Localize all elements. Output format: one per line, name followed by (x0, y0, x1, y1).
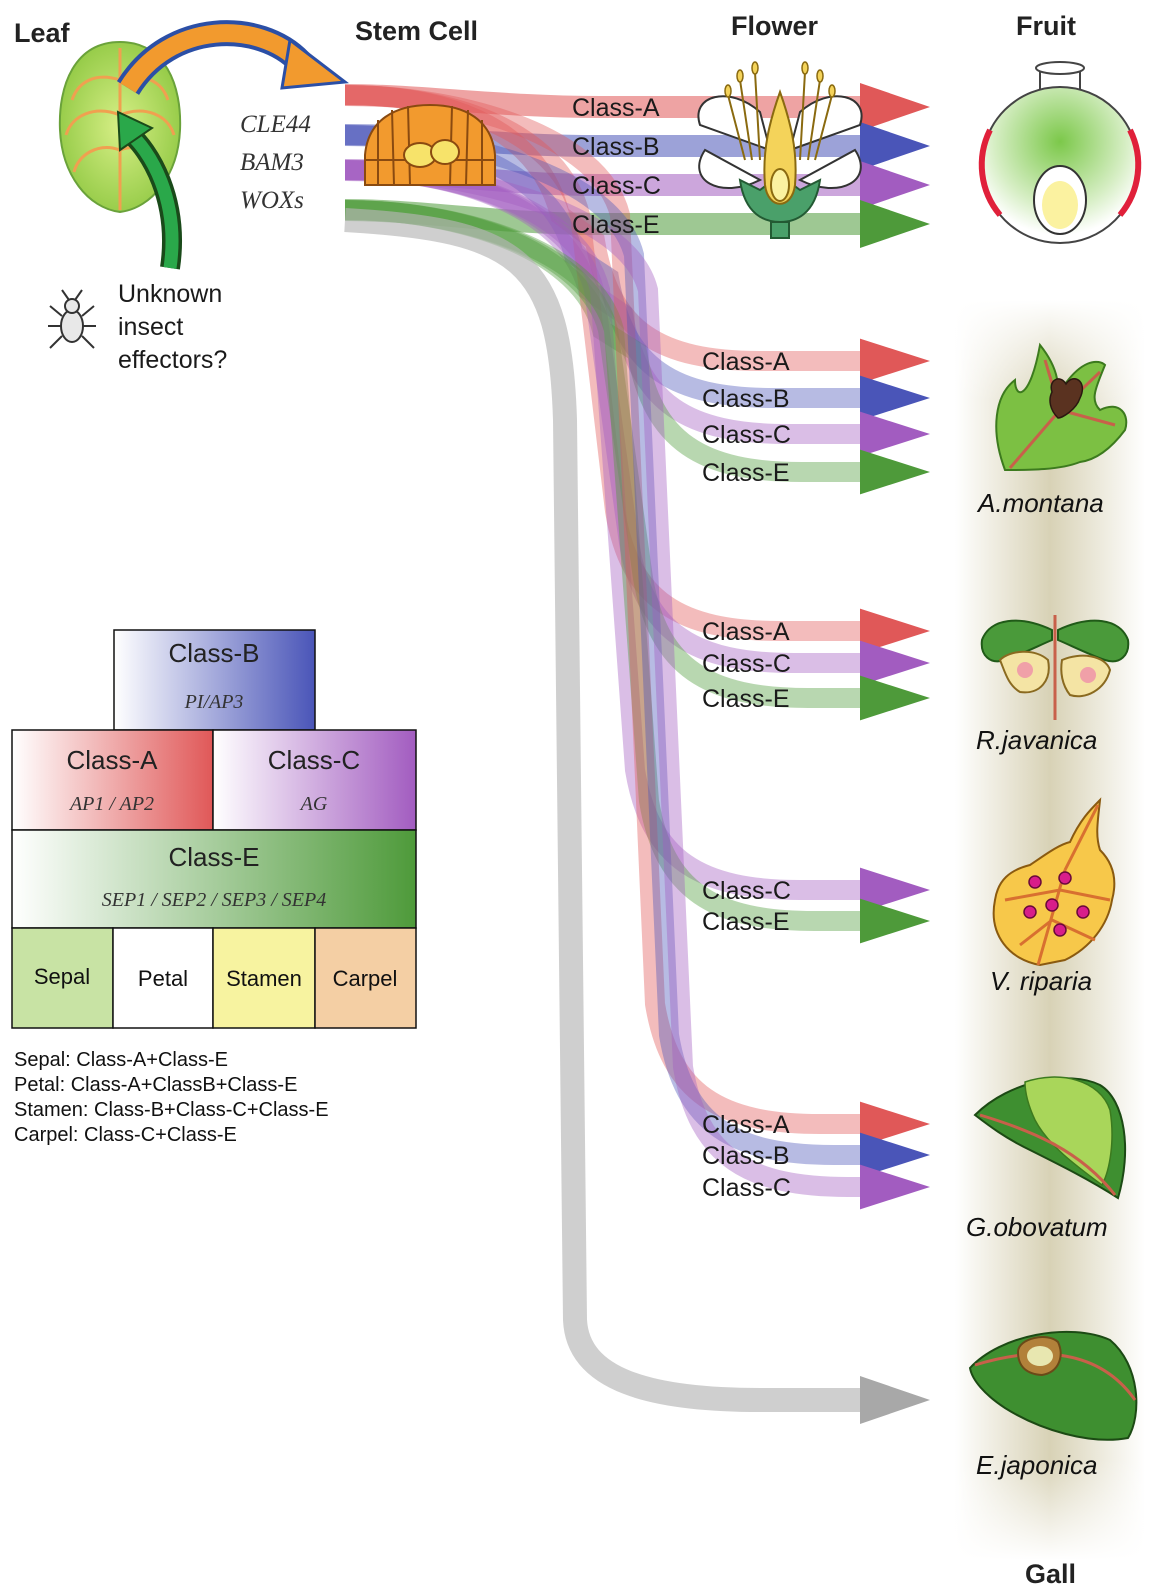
arrow-labels: Class-A Class-B Class-C Class-E Class-A Class… (572, 94, 791, 1202)
gall-icon-v-riparia (992, 797, 1116, 967)
arrowhead-3-b (860, 1132, 930, 1178)
box-class-a (11, 729, 214, 831)
header-gall: Gall (1025, 1559, 1076, 1589)
header-flower: Flower (731, 11, 819, 41)
label-gall-2-e: Class-E (702, 908, 790, 936)
arrowhead-1-c (860, 640, 930, 686)
organ-sepal: Sepal (34, 964, 90, 989)
label-gall-3-a: Class-A (702, 1111, 790, 1139)
box-stamen (212, 927, 316, 1029)
species-a-montana: A.montana (976, 488, 1104, 518)
box-class-b (113, 629, 316, 731)
arrowhead-0-e (860, 449, 930, 495)
legend-petal: Petal: Class-A+ClassB+Class-E (14, 1074, 297, 1096)
stem-cell-icon (364, 103, 496, 186)
arrowhead-3-a (860, 1101, 930, 1147)
ribbon-flower-a (344, 84, 860, 118)
gall-icon-a-montana (995, 342, 1128, 472)
arrowhead-3-c (860, 1164, 930, 1210)
legend-stamen: Stamen: Class-B+Class-C+Class-E (14, 1099, 329, 1121)
species-e-japonica: E.japonica (976, 1450, 1097, 1480)
label-flower-a: Class-A (572, 94, 660, 122)
arrowhead-0-c (860, 411, 930, 457)
label-gall-0-c: Class-C (702, 421, 791, 449)
green-arrow-icon (116, 110, 182, 270)
species-g-obovatum: G.obovatum (966, 1212, 1108, 1242)
gall-icon-e-japonica (968, 1330, 1138, 1441)
label-gall-0-e: Class-E (702, 459, 790, 487)
label-gall-0-a: Class-A (702, 348, 790, 376)
label-gall-1-c: Class-C (702, 650, 791, 678)
arrowhead-2-c (860, 867, 930, 913)
insect-note-line1: Unknown (118, 280, 222, 308)
label-flower-b: Class-B (572, 133, 660, 161)
insect-icon (48, 289, 96, 349)
box-class-b-genes: PI/AP3 (184, 691, 244, 713)
insect-note-line3: effectors? (118, 346, 227, 374)
ribbon-2-e (344, 200, 860, 931)
organ-carpel: Carpel (333, 966, 398, 991)
box-class-b-title: Class-B (168, 638, 259, 668)
box-class-e-title: Class-E (168, 842, 259, 872)
arrowhead-flower-e (860, 200, 930, 248)
box-class-a-title: Class-A (66, 745, 158, 775)
ribbon-3-a (344, 85, 860, 1134)
header-stem-cell: Stem Cell (355, 16, 478, 46)
organ-petal: Petal (138, 966, 188, 991)
arrowhead-1-a (860, 608, 930, 654)
insect-note-line2: insect (118, 313, 183, 341)
box-petal (112, 927, 214, 1029)
ribbon-e-japonica (344, 208, 860, 1412)
species-v-riparia: V. riparia (990, 966, 1092, 996)
arrowhead-flower-a (860, 83, 930, 131)
label-gall-0-b: Class-B (702, 385, 790, 413)
arrowhead-flower-b (860, 122, 930, 170)
gall-icon-g-obovatum (973, 1076, 1127, 1200)
header-fruit: Fruit (1016, 11, 1076, 41)
header-leaf: Leaf (14, 18, 71, 48)
gall-icon-r-javanica (980, 615, 1130, 720)
box-sepal (11, 927, 114, 1029)
flow-ribbons (344, 83, 930, 1424)
gene-cle44: CLE44 (240, 111, 311, 138)
label-gall-1-a: Class-A (702, 618, 790, 646)
label-gall-3-b: Class-B (702, 1142, 790, 1170)
organ-stamen: Stamen (226, 966, 302, 991)
legend-sepal: Sepal: Class-A+Class-E (14, 1049, 228, 1071)
species-r-javanica: R.javanica (976, 725, 1097, 755)
fruit-icon (978, 61, 1142, 244)
arrowhead-0-b (860, 375, 930, 421)
arrowhead-2-e (860, 898, 930, 944)
arrowhead-1-e (860, 675, 930, 721)
box-class-c-title: Class-C (268, 745, 360, 775)
label-gall-1-e: Class-E (702, 685, 790, 713)
gene-bam3: BAM3 (240, 149, 304, 176)
legend-carpel: Carpel: Class-C+Class-E (14, 1124, 237, 1146)
orange-arrow-icon (116, 20, 349, 96)
label-gall-2-c: Class-C (702, 877, 791, 905)
box-carpel (314, 927, 417, 1029)
label-gall-3-c: Class-C (702, 1174, 791, 1202)
box-class-e-genes: SEP1 / SEP2 / SEP3 / SEP4 (102, 889, 326, 911)
ribbon-2-c (344, 160, 860, 900)
arrowhead-flower-c (860, 161, 930, 209)
box-class-e (11, 829, 417, 929)
abc-model: Class-B PI/AP3 Class-A AP1 / AP2 Class-C… (11, 629, 417, 1029)
arrowhead-e-japonica (860, 1376, 930, 1424)
flower-icon (697, 61, 863, 239)
arrowhead-0-a (860, 338, 930, 384)
label-flower-e: Class-E (572, 211, 660, 239)
legend: Sepal: Class-A+Class-E Petal: Class-A+Cl… (14, 1049, 329, 1146)
label-flower-c: Class-C (572, 172, 661, 200)
box-class-a-genes: AP1 / AP2 (68, 793, 154, 815)
gene-woxs: WOXs (240, 187, 304, 214)
box-class-c-genes: AG (299, 793, 328, 815)
